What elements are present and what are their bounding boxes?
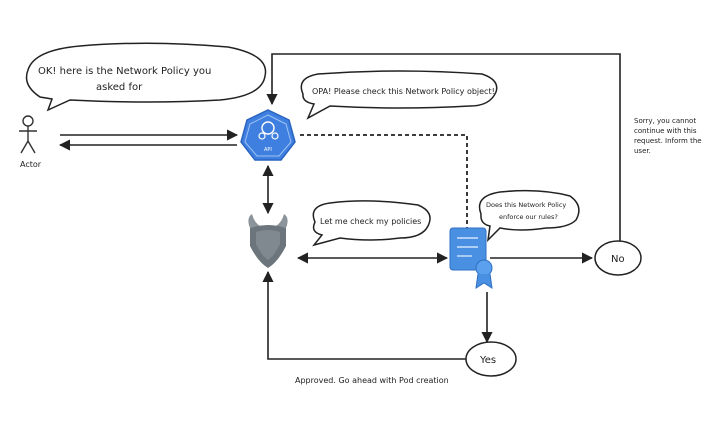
- opa-logo-icon: [248, 214, 288, 268]
- api-to-opa-text: OPA! Please check this Network Policy ob…: [312, 87, 495, 96]
- approved-note: Approved. Go ahead with Pod creation: [295, 376, 449, 385]
- actor-figure: [19, 115, 37, 154]
- no-to-api-return-line: [266, 53, 621, 241]
- actor-reply-line2: asked for: [96, 82, 143, 93]
- no-decision-node: [594, 240, 642, 276]
- policy-speech-bubble: [478, 189, 580, 243]
- opa-thinking-text: Let me check my policies: [320, 217, 421, 226]
- policy-question-line1: Does this Network Policy: [486, 201, 566, 209]
- policy-question-line2: enforce our rules?: [499, 213, 558, 221]
- yes-to-opa-return-line: [262, 270, 466, 360]
- api-server-label: API: [264, 147, 272, 153]
- policy-document-icon: [449, 227, 493, 289]
- yes-decision-label: Yes: [479, 355, 496, 366]
- sorry-note-line2: continue with this: [634, 127, 697, 135]
- actor-speech-bubble: [25, 42, 267, 112]
- sorry-note-line4: user.: [634, 147, 651, 155]
- sorry-note-line3: request. Inform the: [634, 137, 702, 145]
- no-decision-label: No: [611, 254, 625, 265]
- actor-reply-line1: OK! here is the Network Policy you: [38, 66, 211, 77]
- opa-speech-bubble: [311, 200, 431, 247]
- api-speech-bubble: [300, 70, 498, 120]
- api-server-icon: [240, 109, 296, 161]
- actor-label: Actor: [20, 160, 42, 169]
- sorry-note-line1: Sorry, you cannot: [634, 117, 696, 125]
